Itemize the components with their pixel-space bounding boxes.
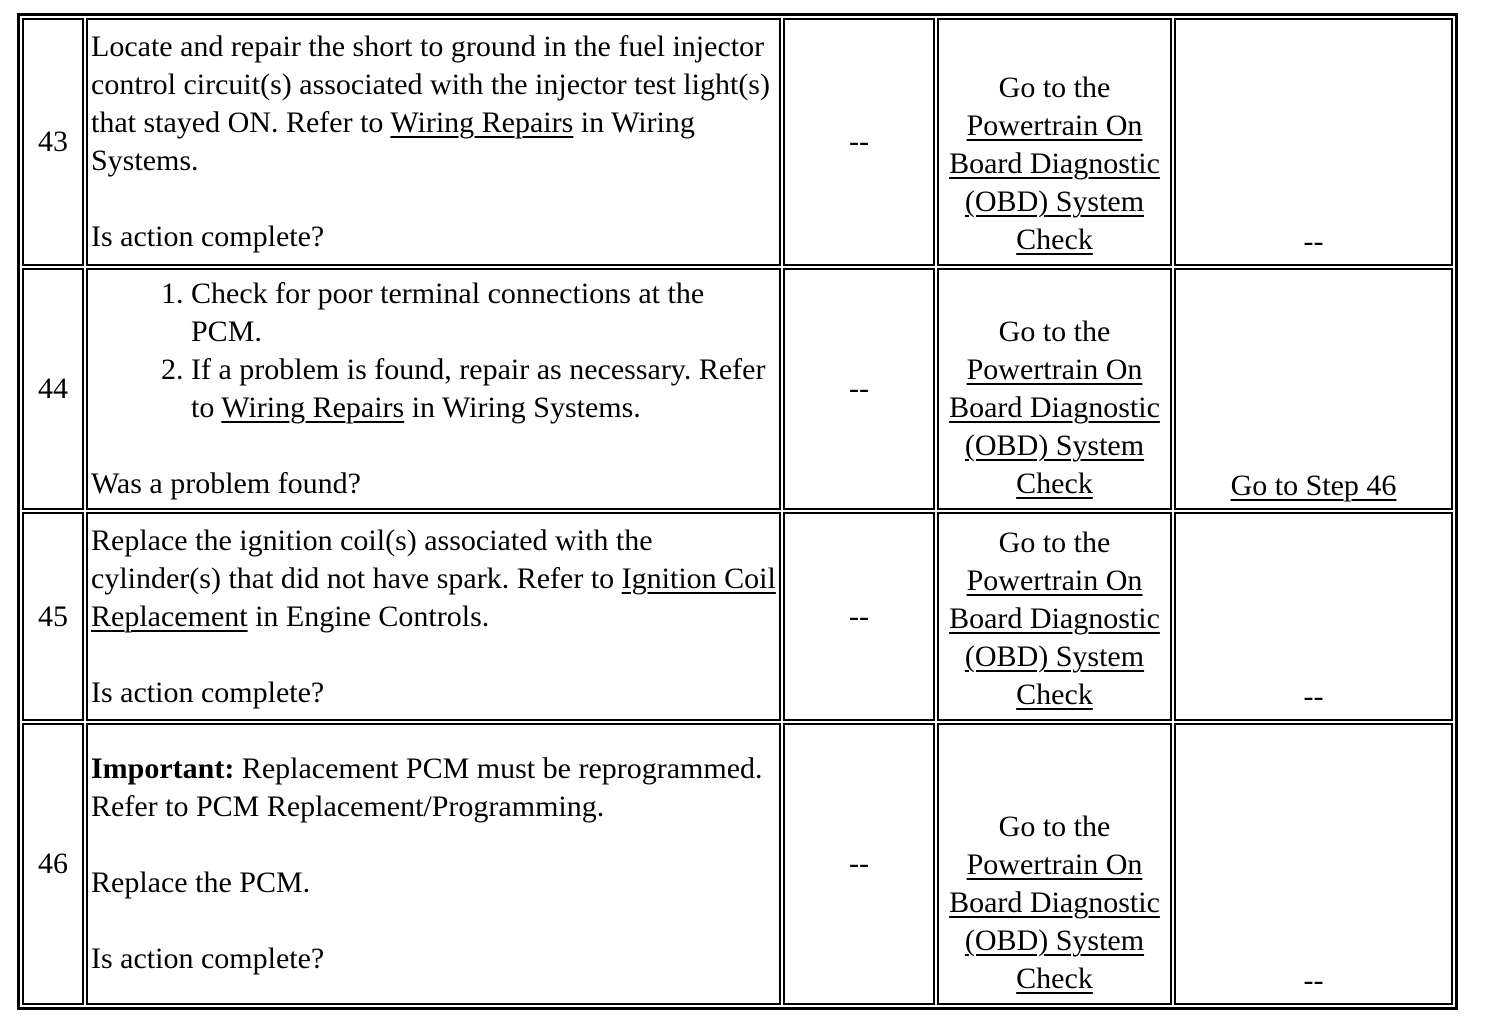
no-cell: -- (1174, 512, 1453, 721)
list-item: Check for poor terminal connections at t… (191, 275, 776, 351)
action-text-segment: Check for poor terminal connections at t… (191, 277, 705, 348)
list-item: If a problem is found, repair as necessa… (191, 351, 776, 427)
action-paragraph: Important: Replacement PCM must be repro… (91, 750, 776, 826)
action-question: Was a problem found? (91, 467, 361, 500)
no-cell: Go to Step 46 (1174, 268, 1453, 510)
action-cell: Check for poor terminal connections at t… (86, 268, 781, 510)
table-row-step-43: 43 Locate and repair the short to ground… (22, 18, 1453, 266)
value-cell: -- (783, 18, 935, 266)
wiring-repairs-link[interactable]: Wiring Repairs (221, 391, 405, 424)
action-paragraph: Replace the PCM. (91, 866, 311, 899)
action-text-segment: in Wiring Systems. (91, 106, 695, 177)
obd-system-check-link[interactable]: Powertrain On Board Diagnostic (OBD) Sys… (949, 564, 1160, 711)
step-number: 45 (22, 512, 84, 721)
action-text-segment: Replacement PCM must be reprogrammed. Re… (91, 752, 763, 823)
action-cell: Important: Replacement PCM must be repro… (86, 723, 781, 1005)
action-question: Is action complete? (91, 220, 325, 253)
action-text-segment: in Wiring Systems. (404, 391, 641, 424)
important-label: Important: (91, 752, 235, 785)
yes-cell: Go to the Powertrain On Board Diagnostic… (937, 268, 1172, 510)
yes-cell: Go to the Powertrain On Board Diagnostic… (937, 18, 1172, 266)
action-question: Is action complete? (91, 942, 325, 975)
step-number: 44 (22, 268, 84, 510)
yes-text-segment: Go to the (998, 526, 1111, 559)
value-cell: -- (783, 268, 935, 510)
action-cell: Locate and repair the short to ground in… (86, 18, 781, 266)
diagnostic-steps-table: 43 Locate and repair the short to ground… (17, 13, 1458, 1010)
go-to-step-46-link[interactable]: Go to Step 46 (1230, 469, 1397, 502)
action-text-segment: in Engine Controls. (247, 599, 490, 633)
obd-system-check-link[interactable]: Powertrain On Board Diagnostic (OBD) Sys… (949, 848, 1160, 995)
action-question: Is action complete? (91, 675, 325, 709)
action-paragraph: Locate and repair the short to ground in… (91, 28, 776, 180)
yes-text-segment: Go to the (998, 315, 1111, 348)
action-ordered-list: Check for poor terminal connections at t… (91, 275, 776, 427)
action-paragraph: Replace the ignition coil(s) associated … (91, 522, 776, 636)
action-text-segment: Replace the ignition coil(s) associated … (91, 523, 653, 595)
step-number: 43 (22, 18, 84, 266)
yes-cell: Go to the Powertrain On Board Diagnostic… (937, 512, 1172, 721)
yes-text-segment: Go to the (998, 71, 1111, 104)
value-cell: -- (783, 512, 935, 721)
table-row-step-44: 44 Check for poor terminal connections a… (22, 268, 1453, 510)
table-row-step-46: 46 Important: Replacement PCM must be re… (22, 723, 1453, 1005)
wiring-repairs-link[interactable]: Wiring Repairs (390, 106, 574, 139)
yes-cell: Go to the Powertrain On Board Diagnostic… (937, 723, 1172, 1005)
action-cell: Replace the ignition coil(s) associated … (86, 512, 781, 721)
step-number: 46 (22, 723, 84, 1005)
table-row-step-45: 45 Replace the ignition coil(s) associat… (22, 512, 1453, 721)
obd-system-check-link[interactable]: Powertrain On Board Diagnostic (OBD) Sys… (949, 109, 1160, 256)
value-cell: -- (783, 723, 935, 1005)
obd-system-check-link[interactable]: Powertrain On Board Diagnostic (OBD) Sys… (949, 353, 1160, 500)
action-text-segment: Locate and repair the short to ground in… (91, 30, 770, 139)
no-cell: -- (1174, 18, 1453, 266)
ignition-coil-replacement-link[interactable]: Ignition Coil Replacement (91, 561, 776, 633)
action-text-segment: If a problem is found, repair as necessa… (191, 353, 766, 424)
no-cell: -- (1174, 723, 1453, 1005)
yes-text-segment: Go to the (998, 810, 1111, 843)
